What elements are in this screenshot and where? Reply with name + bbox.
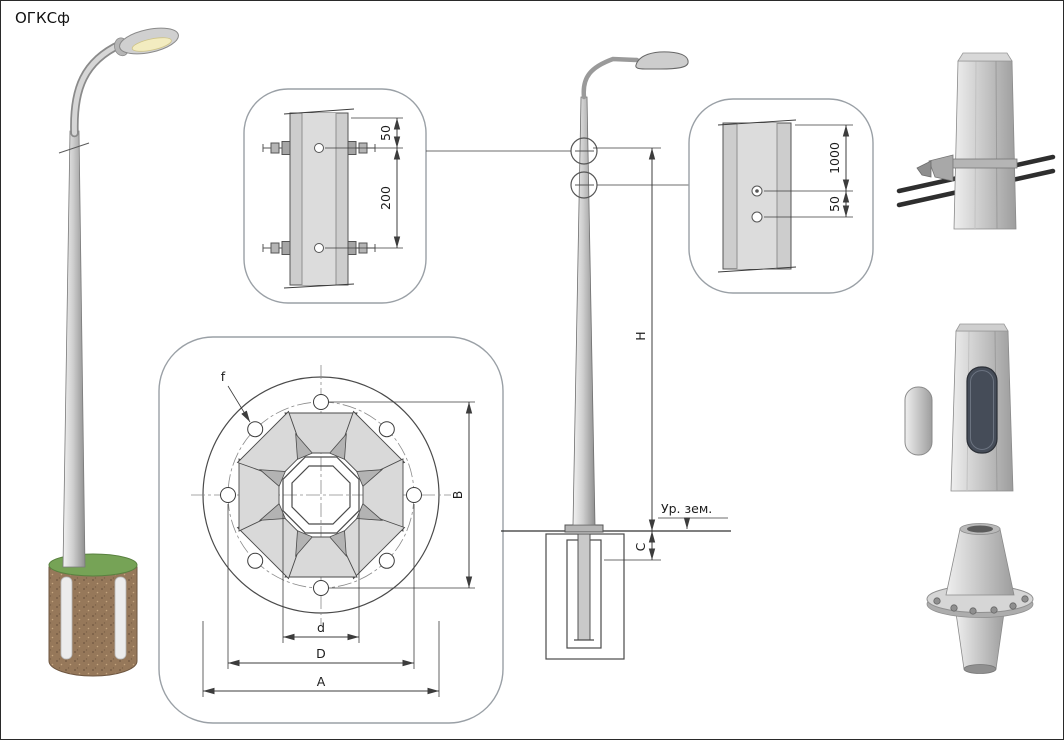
bracket-clamp-render [896,52,1056,230]
dim-A-label: A [317,674,326,689]
flange-base-render [926,523,1034,674]
break-line [717,266,797,273]
dim-f-label: f [221,369,226,384]
access-door-render [904,323,1014,492]
dim-B-label: B [450,491,465,500]
dim-200-label: 200 [378,186,393,210]
luminaire [635,51,689,70]
clamp-wedge [928,154,954,182]
bracket-arm [581,56,640,100]
pole-tube-inner [291,465,351,525]
bolt-holes [220,394,422,596]
break-line [283,108,355,115]
pole-3d-render [48,27,179,677]
anchor-sleeve [114,576,127,660]
embedded-pole [577,533,591,641]
rib-wedges [258,432,384,558]
break-mark [58,142,90,154]
dim-D-label: D [316,646,326,661]
break-line [283,283,355,289]
luminaire-3d [114,27,179,57]
foundation-3d [48,553,138,677]
door-cover-plate [904,386,933,456]
base-flange [564,524,604,533]
dim-50-label: 50 [827,196,842,212]
top-detail-callout: 50 200 [243,88,427,304]
page-title: ОГКСф [15,9,70,27]
pole-stub-cone [945,528,1015,596]
ground-level-label: Ур. зем. [661,501,712,516]
bracket-arm-highlight [71,41,124,136]
pole-top-cap [957,52,1013,62]
clamp-strap [950,158,1018,169]
foundation-section [545,533,625,660]
pole-body-cap [955,323,1009,332]
lamp-lens [131,37,172,52]
access-opening [966,366,998,454]
clamp-hole [314,143,324,153]
break-line [717,119,797,126]
dim-C-label: C [633,542,648,551]
pole-elevation: H C Ур. зем. [426,51,731,660]
clamp-cone [916,160,932,178]
grass-top [48,553,138,577]
clamp-hole [314,243,324,253]
right-detail-callout: 1000 50 [688,98,874,294]
flange-bolts-3d [933,595,1029,615]
dim-1000-label: 1000 [827,142,842,174]
anchor-sleeve [60,576,73,660]
dim-d-label: d [317,620,325,635]
pole-top-prism [953,60,1017,230]
lower-hole [751,211,763,223]
pole-shaft-3d [62,130,86,568]
dim-H-label: H [633,331,648,340]
pole-tube-octagon [282,456,360,534]
flange-plan-callout: f B d D A [158,336,504,724]
dim-50-label: 50 [378,125,393,141]
pole-stub-opening [967,525,993,533]
